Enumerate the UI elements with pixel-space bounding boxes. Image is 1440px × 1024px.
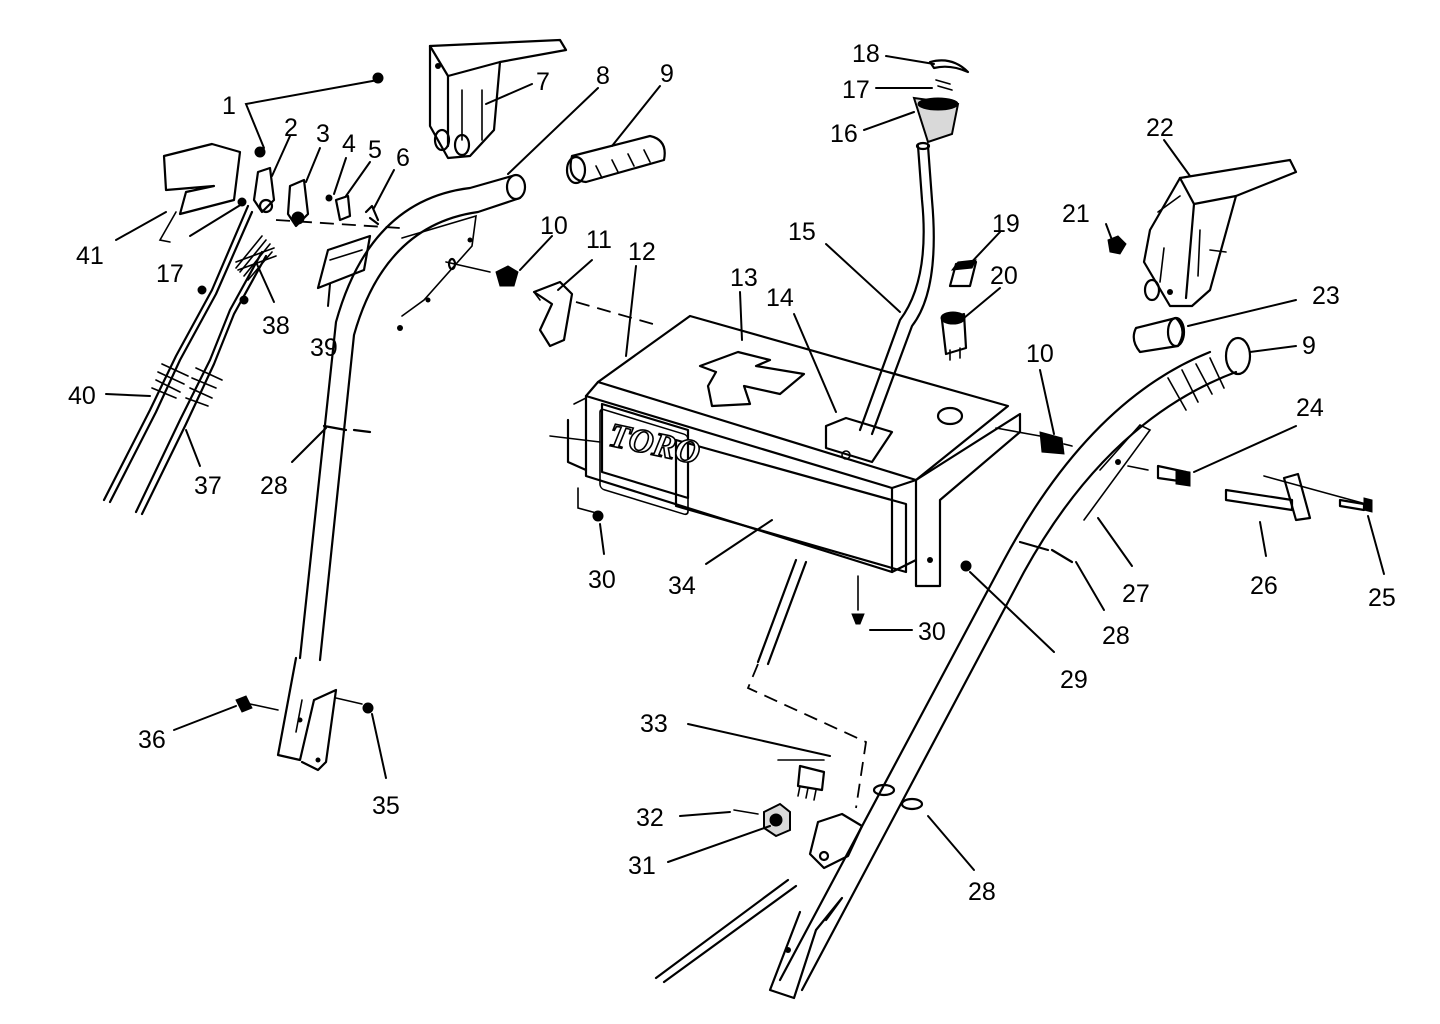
right-handle [768,336,1252,1000]
callout-21: 21 [1062,200,1090,228]
callout-2: 2 [284,114,298,142]
callout-13: 13 [730,264,758,292]
callout-11: 11 [586,226,612,254]
callout-6: 6 [396,144,410,172]
parts-19-20 [940,259,978,361]
left-handle [276,173,527,772]
washer-28-left [322,424,372,434]
callout-34: 34 [668,572,696,600]
grip-9-left [565,134,666,185]
callout-18: 18 [852,40,880,68]
callout-27: 27 [1122,580,1150,608]
callout-15: 15 [788,218,816,246]
callout-1: 1 [222,92,236,120]
callout-labels: 1 2 3 4 5 6 7 8 9 9 10 10 11 12 13 14 15… [68,40,1396,906]
callout-24: 24 [1296,394,1324,422]
callout-28-right: 28 [1102,622,1130,650]
callout-20: 20 [990,262,1018,290]
callout-29: 29 [1060,666,1088,694]
shift-lever [858,59,970,436]
callout-19: 19 [992,210,1020,238]
callout-5: 5 [368,136,382,164]
callout-30-left: 30 [588,566,616,594]
callout-10-right: 10 [1026,340,1054,368]
cables [102,204,268,516]
callout-8: 8 [596,62,610,90]
callout-41: 41 [76,242,104,270]
callout-7: 7 [536,68,550,96]
callout-28-left: 28 [260,472,288,500]
callout-30-right: 30 [918,618,946,646]
callout-37: 37 [194,472,222,500]
callout-4: 4 [342,130,356,158]
callout-35: 35 [372,792,400,820]
callout-17-left: 17 [156,260,184,288]
callout-25: 25 [1368,584,1396,612]
callout-14: 14 [766,284,794,312]
parts-24-27 [995,427,1373,564]
bracket-7 [428,38,568,160]
callout-32: 32 [636,804,664,832]
small-parts-left [158,72,401,290]
callout-38: 38 [262,312,290,340]
callout-31: 31 [628,852,656,880]
callout-26: 26 [1250,572,1278,600]
callout-3: 3 [316,120,330,148]
callout-17-top: 17 [842,76,870,104]
callout-9-left: 9 [660,60,674,88]
callout-40: 40 [68,382,96,410]
callout-36: 36 [138,726,166,754]
callout-39: 39 [310,334,338,362]
bracket-22 [1107,158,1298,354]
callout-33: 33 [640,710,668,738]
callout-23: 23 [1312,282,1340,310]
brand-logo: TORO [606,417,704,472]
callout-10-left: 10 [540,212,568,240]
lower-parts [235,487,972,984]
callout-12: 12 [628,238,656,266]
parts-10-11-left [445,257,661,348]
leader-lines [105,55,1385,871]
callout-28-bottom: 28 [968,878,996,906]
callout-16: 16 [830,120,858,148]
callout-9-right: 9 [1302,332,1316,360]
callout-22: 22 [1146,114,1174,142]
